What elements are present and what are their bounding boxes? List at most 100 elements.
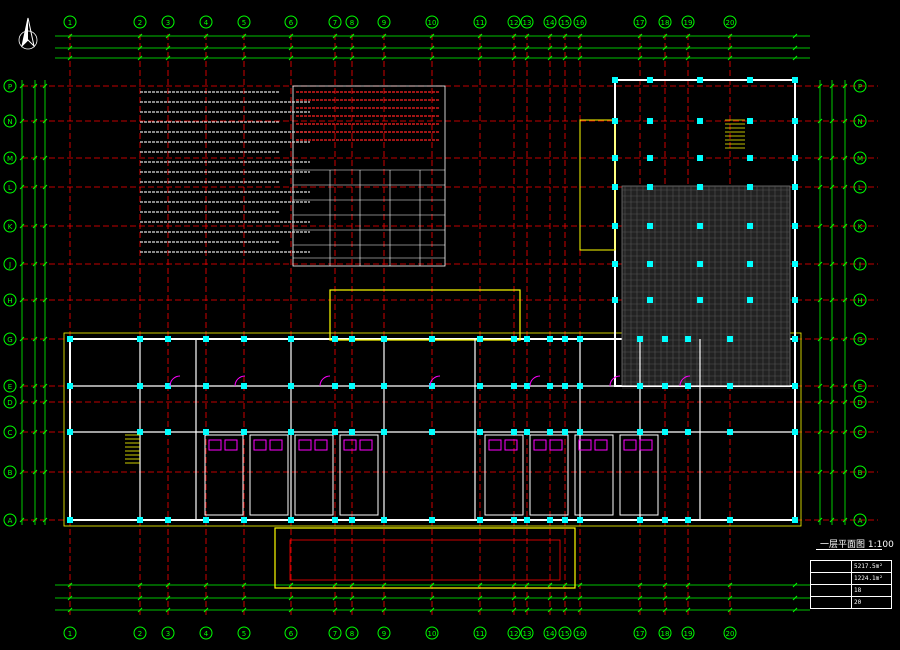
dimension-tick — [32, 184, 38, 190]
dimension-tick — [288, 45, 294, 51]
dimension-tick — [727, 33, 733, 39]
structural-column — [203, 336, 209, 342]
dimension-tick — [817, 517, 823, 523]
structural-column — [685, 517, 691, 523]
axis-bubble — [3, 425, 17, 439]
door-swing — [529, 375, 541, 387]
door-swing — [609, 375, 621, 387]
dimension-tick — [137, 55, 143, 61]
dimension-tick — [42, 383, 48, 389]
axis-bubble-label: C — [858, 429, 863, 437]
structural-column — [727, 383, 733, 389]
dimension-tick — [577, 33, 583, 39]
structural-column — [697, 77, 703, 83]
drawing-title-text: 一层平面图 — [820, 540, 866, 550]
fixture — [488, 439, 502, 451]
structural-column — [511, 383, 517, 389]
dimension-tick — [817, 83, 823, 89]
door-swing — [169, 375, 181, 387]
axis-bubble — [520, 15, 534, 29]
dimension-tick — [67, 582, 73, 588]
structural-column — [747, 77, 753, 83]
dimension-tick — [842, 517, 848, 523]
table-row: 18 — [811, 585, 891, 597]
structural-column — [612, 223, 618, 229]
dimension-tick — [511, 607, 517, 613]
structural-column — [792, 118, 798, 124]
dimension-tick — [241, 595, 247, 601]
dimension-tick — [429, 55, 435, 61]
axis-bubble-label: 7 — [333, 19, 337, 27]
axis-bubble — [633, 15, 647, 29]
dimension-tick — [42, 469, 48, 475]
axis-bubble-label: 7 — [333, 630, 337, 638]
structural-column — [792, 184, 798, 190]
fixture — [298, 439, 312, 451]
axis-bubble — [658, 626, 672, 640]
structural-column — [662, 517, 668, 523]
dimension-tick — [477, 607, 483, 613]
dimension-tick — [817, 469, 823, 475]
dimension-tick — [332, 607, 338, 613]
structural-column — [381, 383, 387, 389]
axis-bubble-label: 17 — [636, 19, 645, 27]
axis-bubble-label: 20 — [726, 630, 735, 638]
axis-bubble-label: 15 — [561, 19, 570, 27]
axis-bubble — [520, 626, 534, 640]
building-outline — [63, 77, 802, 589]
dimension-tick — [829, 83, 835, 89]
axis-bubble — [199, 626, 213, 640]
dimension-tick — [19, 261, 25, 267]
axis-bubble — [3, 379, 17, 393]
axis-bubble — [3, 293, 17, 307]
door-swing — [234, 375, 246, 387]
structural-column — [637, 336, 643, 342]
dimension-tick — [165, 595, 171, 601]
dimension-tick — [203, 55, 209, 61]
structural-column — [477, 517, 483, 523]
structural-column — [792, 261, 798, 267]
structural-column — [647, 297, 653, 303]
dimension-tick — [429, 607, 435, 613]
axis-bubble — [507, 15, 521, 29]
dimension-tick — [32, 383, 38, 389]
dimension-tick — [577, 582, 583, 588]
dimension-tick — [32, 297, 38, 303]
dimension-tick — [829, 155, 835, 161]
door-swing — [679, 375, 691, 387]
axis-bubble-label: P — [8, 83, 12, 91]
structural-column — [612, 77, 618, 83]
dimension-tick — [19, 383, 25, 389]
dimension-lines — [19, 33, 848, 613]
dimension-tick — [662, 55, 668, 61]
south-porch-step — [289, 539, 561, 581]
axis-bubble — [161, 626, 175, 640]
fixture — [639, 439, 653, 451]
dimension-tick — [203, 595, 209, 601]
structural-column — [429, 517, 435, 523]
dimension-tick — [637, 595, 643, 601]
dimension-tick — [349, 582, 355, 588]
structural-column — [647, 118, 653, 124]
structural-column — [332, 429, 338, 435]
axis-bubble-label: 3 — [166, 19, 170, 27]
dimension-tick — [67, 33, 73, 39]
dimension-tick — [332, 33, 338, 39]
dimension-tick — [19, 336, 25, 342]
dimension-tick — [829, 118, 835, 124]
axis-bubble — [633, 626, 647, 640]
dimension-tick — [381, 607, 387, 613]
axis-bubble — [237, 15, 251, 29]
structural-column — [792, 383, 798, 389]
structural-column — [562, 517, 568, 523]
dimension-tick — [547, 33, 553, 39]
dimension-tick — [32, 261, 38, 267]
structural-column — [685, 429, 691, 435]
dimension-tick — [32, 118, 38, 124]
fixture — [578, 439, 592, 451]
dimension-tick — [477, 582, 483, 588]
axis-bubble-label: 10 — [428, 630, 437, 638]
axis-bubble — [377, 15, 391, 29]
dimension-tick — [19, 155, 25, 161]
dimension-tick — [817, 429, 823, 435]
